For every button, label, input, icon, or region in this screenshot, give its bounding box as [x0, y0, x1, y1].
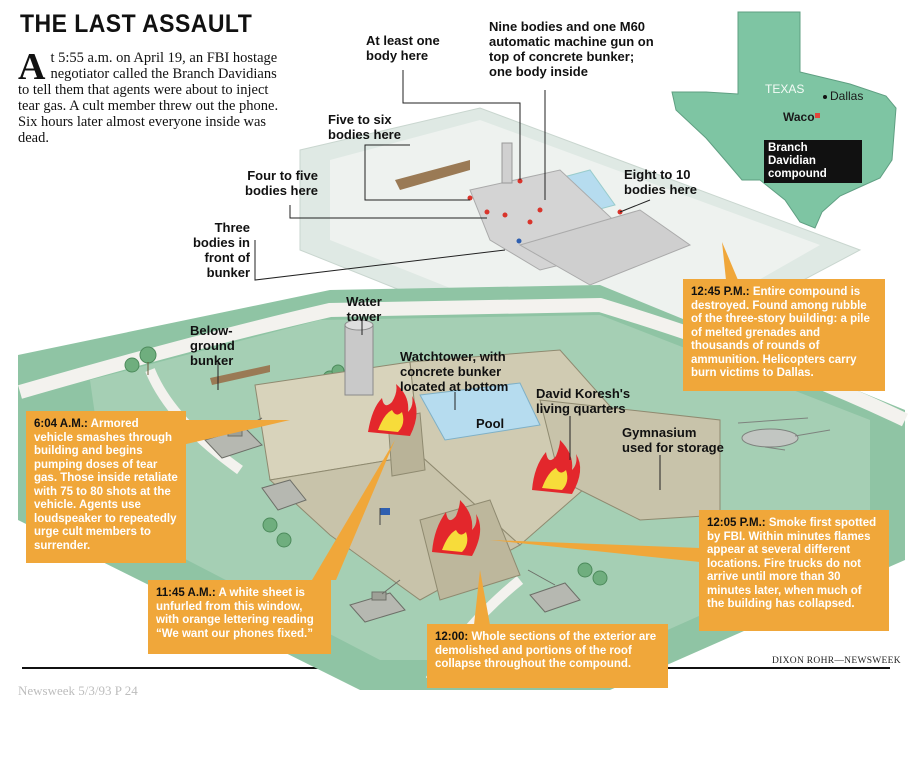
illustration-credit: DIXON ROHR—NEWSWEEK [772, 656, 901, 666]
water-tower-shape [344, 319, 374, 396]
callout-604am: 6:04 A.M.: Armored vehicle smashes throu… [26, 411, 186, 563]
label-koresh-quarters: David Koresh's living quarters [536, 386, 631, 416]
source-citation: Newsweek 5/3/93 P 24 [18, 683, 138, 698]
callout-text: Whole sections of the exterior are demol… [435, 631, 657, 670]
label-eight-ten: Eight to 10 bodies here [624, 167, 697, 197]
label-four-five: Four to five bodies here [245, 168, 318, 198]
callout-time: 12:45 P.M.: [691, 286, 750, 298]
callout-text: Smoke first spotted by FBI. Within minut… [707, 517, 877, 610]
page-title: THE LAST ASSAULT [20, 10, 253, 38]
fires [368, 384, 581, 556]
callout-text: Entire compound is destroyed. Found amon… [691, 286, 870, 379]
callout-time: 6:04 A.M.: [34, 418, 88, 430]
map-state-label: TEXAS [765, 82, 805, 96]
label-leaders [254, 70, 651, 281]
map-city-waco: Waco [783, 110, 815, 124]
label-five-six: Five to six bodies here [328, 112, 401, 142]
callout-text: A white sheet is unfurled from this wind… [156, 587, 314, 640]
callout-time: 12:00: [435, 631, 469, 643]
drop-cap: A [18, 46, 46, 88]
label-three-bodies: Three bodies in front of bunker [192, 220, 250, 280]
callout-1200: 12:00: Whole sections of the exterior ar… [427, 624, 668, 688]
callout-1205pm: 12:05 P.M.: Smoke first spotted by FBI. … [699, 510, 889, 631]
label-below-ground-bunker: Below-ground bunker [190, 323, 235, 368]
label-gymnasium: Gymnasium used for storage [622, 425, 724, 455]
label-nine-bodies: Nine bodies and one M60 automatic machin… [489, 19, 654, 79]
map-city-dallas: Dallas [830, 89, 864, 103]
callout-time: 11:45 A.M.: [156, 587, 216, 599]
callout-1245pm: 12:45 P.M.: Entire compound is destroyed… [683, 279, 885, 391]
label-watchtower: Watchtower, with concrete bunker located… [400, 349, 509, 394]
label-pool: Pool [476, 416, 505, 431]
dallas-marker [823, 95, 827, 99]
callout-text: Armored vehicle smashes through building… [34, 418, 178, 552]
callout-1145am: 11:45 A.M.: A white sheet is unfurled fr… [148, 580, 331, 654]
callout-pointers [182, 242, 738, 625]
intro-text: t 5:55 a.m. on April 19, an FBI hostage … [18, 50, 279, 146]
callout-time: 12:05 P.M.: [707, 517, 766, 529]
label-at-least-one: At least one body here [366, 33, 440, 63]
flag [380, 508, 390, 515]
helicopter [737, 417, 831, 451]
bunker-trench [210, 365, 270, 385]
compound-marker [815, 113, 820, 118]
inset-water-tower [501, 142, 513, 184]
map-compound-label: Branch Davidian compound [764, 140, 862, 183]
label-water-tower: Water tower [346, 294, 382, 324]
pool-shape [419, 382, 541, 441]
